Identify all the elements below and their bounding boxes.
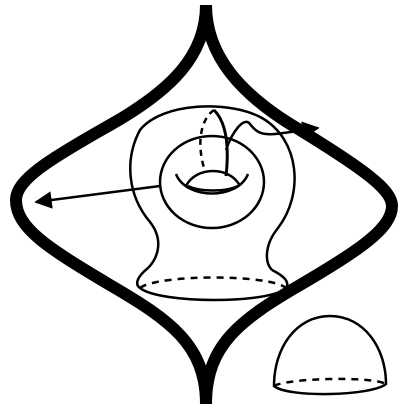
cap-dome xyxy=(274,316,386,394)
handlebody-surface xyxy=(130,106,294,270)
double-headed-arrow xyxy=(36,186,160,202)
torus-inner-hole xyxy=(176,171,248,194)
meridian-curve xyxy=(200,110,227,176)
boundary-disk-ellipse xyxy=(137,268,287,300)
torus-hole xyxy=(160,136,264,228)
